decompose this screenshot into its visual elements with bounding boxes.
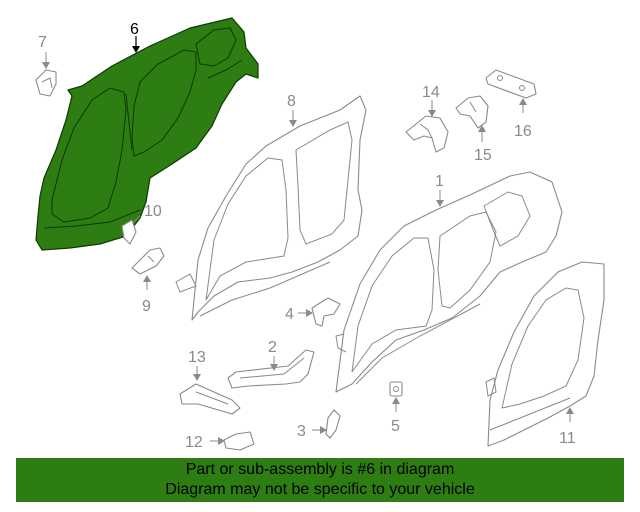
part-7-bracket[interactable]: [35, 69, 57, 97]
part-10-bracket[interactable]: [121, 219, 137, 245]
callout-number-1: 1: [435, 173, 444, 190]
callout-number-8: 8: [287, 93, 296, 110]
part-1-body-side-outer[interactable]: [335, 171, 563, 393]
part-6-quarter-inner-panel[interactable]: [35, 17, 259, 251]
part-12-bracket[interactable]: [223, 431, 255, 451]
callout-number-9: 9: [142, 298, 151, 315]
callout-1: 1: [435, 173, 444, 207]
callout-number-3: 3: [297, 423, 306, 440]
callout-number-15: 15: [474, 147, 492, 164]
callout-8: 8: [287, 93, 297, 127]
callout-number-7: 7: [38, 34, 47, 51]
part-13-bracket[interactable]: [179, 383, 241, 415]
part-11-pillar-panel[interactable]: [485, 261, 605, 447]
callout-13: 13: [188, 349, 206, 381]
callout-5: 5: [391, 397, 400, 435]
callout-14: 14: [422, 84, 440, 117]
callout-number-11: 11: [559, 430, 576, 447]
callout-10: 10: [132, 203, 162, 224]
callout-7: 7: [38, 34, 50, 69]
callout-number-14: 14: [422, 84, 440, 101]
part-3-bracket[interactable]: [325, 409, 341, 439]
banner-line-1: Part or sub-assembly is #6 in diagram: [185, 461, 455, 478]
part-15-bracket[interactable]: [455, 95, 489, 129]
callout-4: 4: [285, 306, 313, 323]
part-4-bracket[interactable]: [311, 297, 341, 327]
callout-number-10: 10: [144, 203, 162, 220]
callout-number-12: 12: [185, 434, 203, 451]
callout-16: 16: [514, 98, 532, 140]
callout-12: 12: [185, 434, 225, 451]
callout-6: 6: [130, 21, 140, 53]
callout-number-16: 16: [514, 123, 532, 140]
callout-9: 9: [142, 275, 151, 315]
part-8-body-side-outer[interactable]: [175, 95, 367, 321]
part-2-rail[interactable]: [227, 349, 315, 389]
callout-number-4: 4: [285, 306, 294, 323]
part-14-bracket[interactable]: [405, 115, 449, 153]
callout-number-13: 13: [188, 349, 206, 366]
part-16-plate[interactable]: [485, 69, 537, 99]
callout-2: 2: [268, 339, 278, 371]
callout-3: 3: [297, 423, 327, 440]
part-5-clip[interactable]: [389, 381, 403, 397]
banner-line-2: Diagram may not be specific to your vehi…: [165, 481, 475, 498]
callout-15: 15: [474, 125, 492, 164]
callout-number-2: 2: [268, 339, 277, 356]
callout-11: 11: [559, 407, 576, 447]
callout-number-5: 5: [391, 418, 400, 435]
part-9-bracket[interactable]: [131, 247, 165, 275]
parts-diagram: 6 7 8 14 15: [35, 17, 605, 451]
callout-number-6: 6: [130, 21, 139, 38]
info-banner: Part or sub-assembly is #6 in diagram Di…: [16, 458, 624, 502]
